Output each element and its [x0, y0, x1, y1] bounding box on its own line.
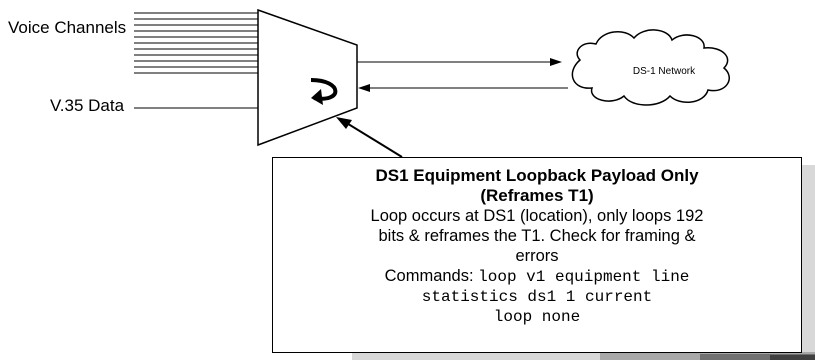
command-3: loop none [493, 308, 581, 326]
rx-arrow [358, 84, 568, 92]
callout-body-line1: Loop occurs at DS1 (location), only loop… [370, 207, 704, 225]
multiplexer-shape [257, 8, 358, 147]
callout-pointer-arrow [336, 117, 403, 158]
loopback-arrow-icon [310, 78, 338, 105]
network-label: DS-1 Network [632, 66, 696, 77]
v35-data-label: V.35 Data [50, 96, 124, 116]
callout-box: DS1 Equipment Loopback Payload Only (Ref… [272, 157, 802, 353]
command-2: statistics ds1 1 current [421, 288, 653, 306]
commands-label: Commands: [384, 267, 474, 285]
voice-label-line1: Voice [8, 18, 50, 37]
callout-title-line2: (Reframes T1) [480, 186, 594, 205]
callout-body-line2: bits & reframes the T1. Check for framin… [378, 227, 696, 245]
tx-arrow [357, 58, 562, 66]
callout-command-row1: Commands: loop v1 equipment line [273, 266, 801, 287]
data-label-line2: Data [88, 96, 125, 115]
voice-channel-lines [134, 12, 258, 74]
command-1: loop v1 equipment line [478, 268, 690, 286]
callout-body-line3: errors [515, 247, 559, 265]
network-cloud-icon [571, 29, 730, 106]
voice-label-line2: Channels [54, 18, 127, 37]
data-label-line1: V.35 [50, 96, 84, 115]
voice-channels-label: Voice Channels [8, 18, 126, 38]
callout-title-line1: DS1 Equipment Loopback Payload Only [375, 166, 699, 185]
